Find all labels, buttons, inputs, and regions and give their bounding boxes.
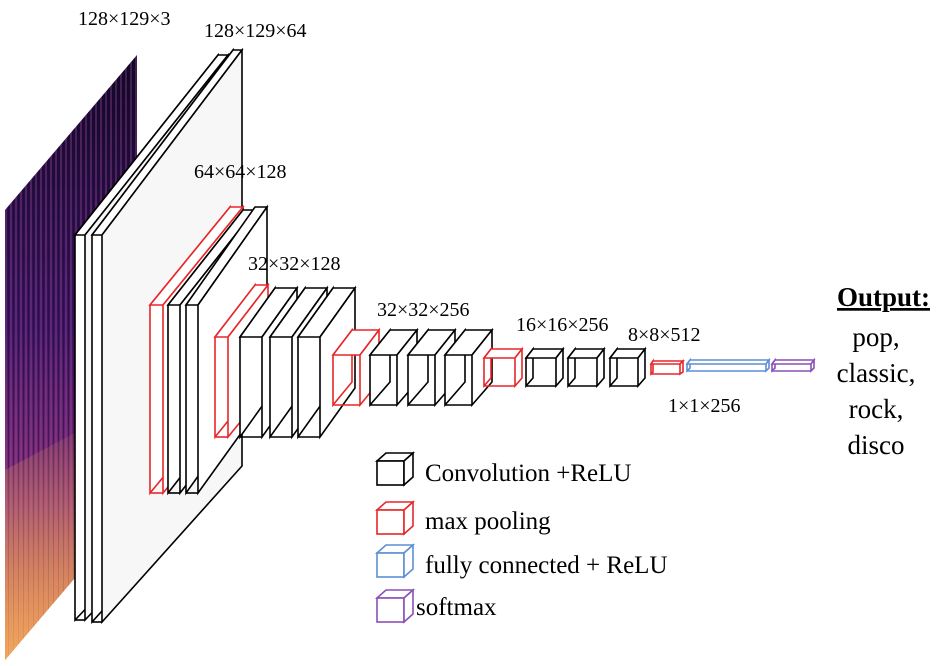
output-class-disco: disco <box>848 430 905 460</box>
legend-pool-label: max pooling <box>425 508 551 535</box>
legend-softmax-swatch <box>374 588 416 624</box>
softmax-layer-block <box>770 357 816 373</box>
output-panel: Output: pop, classic, rock, disco <box>837 282 930 460</box>
conv1-dim-label: 128×129×64 <box>204 20 307 42</box>
legend-conv-label: Convolution +ReLU <box>425 460 631 487</box>
legend-pool-swatch <box>374 500 416 536</box>
pool5-layer-block <box>649 358 685 376</box>
output-class-pop: pop, <box>852 322 899 352</box>
legend-conv-swatch <box>374 451 416 487</box>
conv3-layer-blocks <box>238 285 357 440</box>
conv3-dim-label: 32×32×128 <box>248 253 341 275</box>
legend-fc-swatch <box>374 543 416 579</box>
conv2-dim-label: 64×64×128 <box>194 161 287 183</box>
output-title: Output: <box>837 282 930 312</box>
fc-dim-label: 1×1×256 <box>668 395 741 417</box>
conv4-dim-label: 32×32×256 <box>377 299 470 321</box>
fc-layer-block <box>685 357 771 373</box>
conv5-layer-blocks <box>524 346 647 389</box>
input-dim-label: 128×129×3 <box>78 8 171 30</box>
output-class-rock: rock, <box>849 394 904 424</box>
pool5-dim-label: 8×8×512 <box>628 324 701 346</box>
legend: Convolution +ReLU max pooling fully conn… <box>374 451 668 624</box>
legend-fc-label: fully connected + ReLU <box>425 552 668 579</box>
conv4-layer-blocks <box>368 327 494 408</box>
conv5-dim-label: 16×16×256 <box>516 314 609 336</box>
output-class-classic: classic, <box>837 358 916 388</box>
pool4-layer-block <box>482 346 524 389</box>
legend-softmax-label: softmax <box>416 594 497 621</box>
